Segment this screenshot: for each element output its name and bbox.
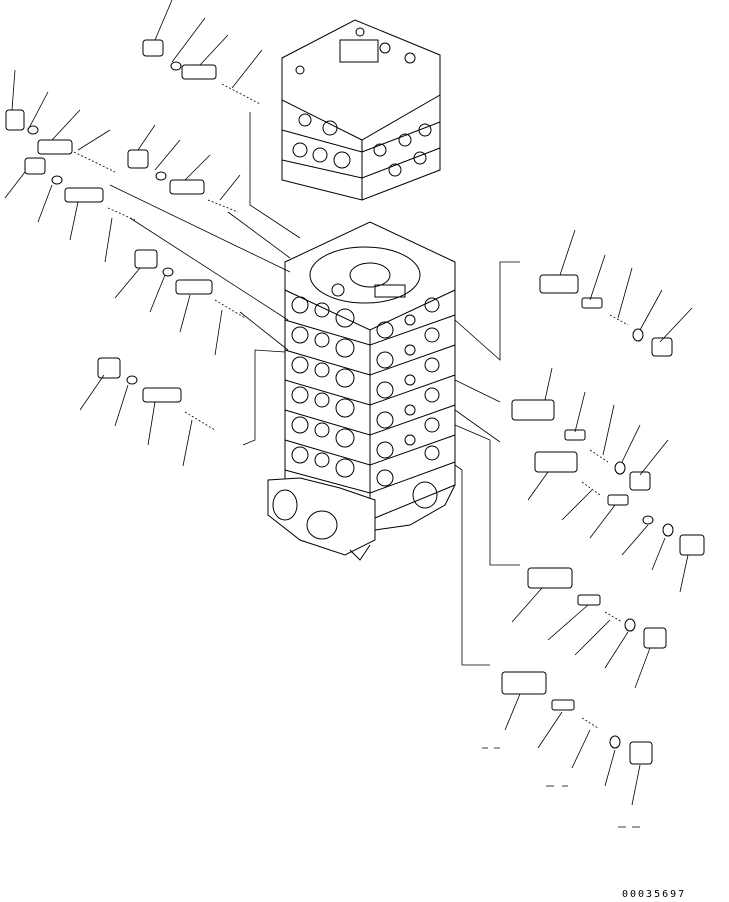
leader-lines	[109, 112, 520, 666]
drawing-reference-code: 00035697	[622, 889, 687, 900]
upper-valve-block	[281, 19, 441, 201]
left-parts	[4, 0, 263, 467]
main-valve-stack	[267, 221, 456, 561]
right-parts	[482, 229, 705, 828]
